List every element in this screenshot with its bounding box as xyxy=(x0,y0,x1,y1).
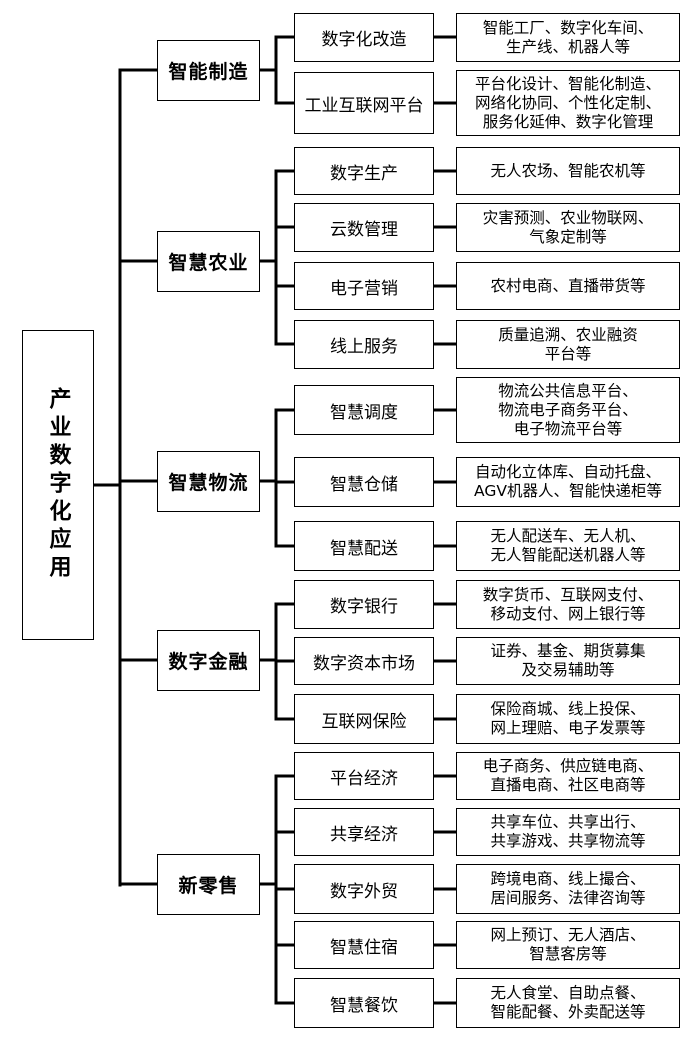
detail-node: 灾害预测、农业物联网、 气象定制等 xyxy=(456,203,680,252)
sub-node: 智慧调度 xyxy=(294,385,434,435)
sub-node: 共享经济 xyxy=(294,808,434,856)
sub-node: 线上服务 xyxy=(294,320,434,369)
sub-node: 数字生产 xyxy=(294,147,434,195)
sub-node: 智慧仓储 xyxy=(294,457,434,507)
detail-node: 自动化立体库、自动托盘、 AGV机器人、智能快递柜等 xyxy=(456,457,680,507)
detail-node: 跨境电商、线上撮合、 居间服务、法律咨询等 xyxy=(456,864,680,914)
detail-node: 证券、基金、期货募集 及交易辅助等 xyxy=(456,637,680,685)
sub-node: 数字化改造 xyxy=(294,13,434,62)
detail-node: 电子商务、供应链电商、 直播电商、社区电商等 xyxy=(456,752,680,800)
sub-node: 智慧配送 xyxy=(294,521,434,571)
detail-node: 质量追溯、农业融资 平台等 xyxy=(456,320,680,369)
detail-node: 智能工厂、数字化车间、 生产线、机器人等 xyxy=(456,13,680,62)
category-node: 智能制造 xyxy=(157,40,260,101)
detail-node: 农村电商、直播带货等 xyxy=(456,262,680,310)
detail-node: 保险商城、线上投保、 网上理赔、电子发票等 xyxy=(456,694,680,744)
sub-node: 平台经济 xyxy=(294,752,434,800)
category-node: 数字金融 xyxy=(157,630,260,691)
sub-node: 互联网保险 xyxy=(294,694,434,744)
category-node: 智慧农业 xyxy=(157,231,260,292)
sub-node: 智慧餐饮 xyxy=(294,978,434,1028)
root-node: 产业数字化应用 xyxy=(22,330,94,640)
detail-node: 平台化设计、智能化制造、 网络化协同、个性化定制、 服务化延伸、数字化管理 xyxy=(456,70,680,136)
category-node: 新零售 xyxy=(157,854,260,915)
sub-node: 电子营销 xyxy=(294,262,434,310)
detail-node: 无人农场、智能农机等 xyxy=(456,147,680,195)
detail-node: 数字货币、互联网支付、 移动支付、网上银行等 xyxy=(456,580,680,629)
category-node: 智慧物流 xyxy=(157,451,260,512)
detail-node: 网上预订、无人酒店、 智慧客房等 xyxy=(456,921,680,969)
sub-node: 数字资本市场 xyxy=(294,637,434,685)
sub-node: 工业互联网平台 xyxy=(294,72,434,134)
sub-node: 数字外贸 xyxy=(294,864,434,914)
detail-node: 共享车位、共享出行、 共享游戏、共享物流等 xyxy=(456,808,680,856)
detail-node: 无人配送车、无人机、 无人智能配送机器人等 xyxy=(456,521,680,571)
sub-node: 云数管理 xyxy=(294,203,434,252)
detail-node: 无人食堂、自助点餐、 智能配餐、外卖配送等 xyxy=(456,978,680,1028)
detail-node: 物流公共信息平台、 物流电子商务平台、 电子物流平台等 xyxy=(456,377,680,443)
sub-node: 数字银行 xyxy=(294,580,434,629)
sub-node: 智慧住宿 xyxy=(294,921,434,969)
